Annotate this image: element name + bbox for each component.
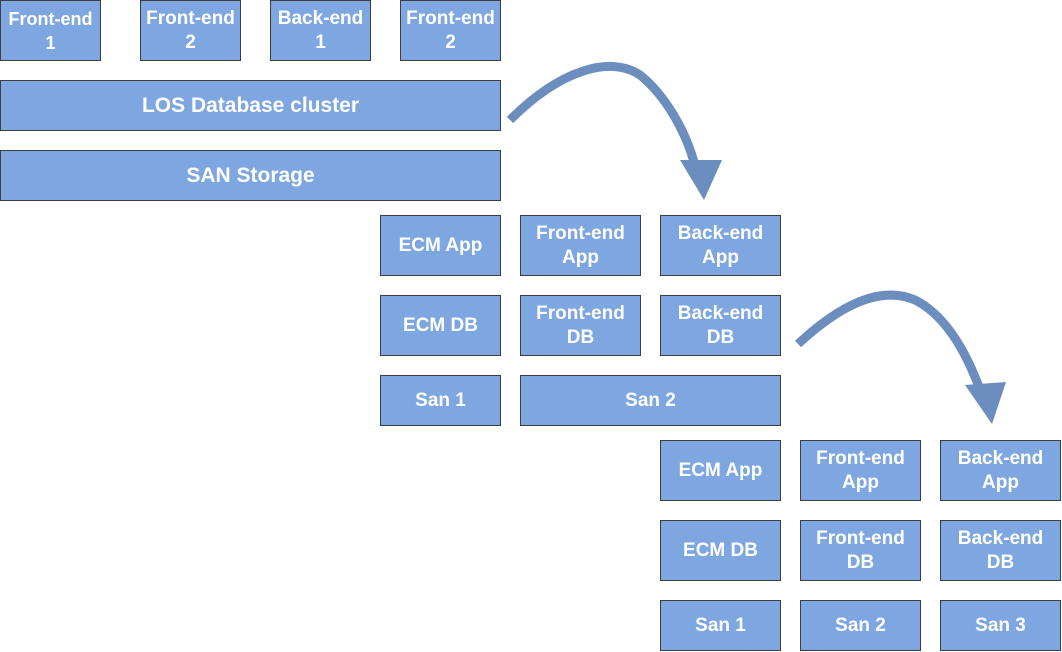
stage3-san-2: San 2 <box>800 600 921 651</box>
stage1-to-stage2-arrow-shaft <box>506 61 699 164</box>
stage2-front-end-db: Front-end DB <box>520 295 641 356</box>
stage3-san-1: San 1 <box>660 600 781 651</box>
san-storage: SAN Storage <box>0 150 501 201</box>
stage2-front-end-app: Front-end App <box>520 215 641 276</box>
stage2-back-end-app: Back-end App <box>660 215 781 276</box>
los-database-cluster: LOS Database cluster <box>0 80 501 131</box>
stage2-ecm-db: ECM DB <box>380 295 501 356</box>
stage2-san-2: San 2 <box>520 375 781 426</box>
back-end-2-node: Front-end 2 <box>400 0 501 61</box>
stage3-back-end-db: Back-end DB <box>940 520 1061 581</box>
stage3-back-end-app: Back-end App <box>940 440 1061 501</box>
stage2-back-end-db: Back-end DB <box>660 295 781 356</box>
stage2-ecm-app: ECM App <box>380 215 501 276</box>
stage3-san-3: San 3 <box>940 600 1061 651</box>
stage3-front-end-db: Front-end DB <box>800 520 921 581</box>
front-end-2-node: Front-end 2 <box>140 0 241 61</box>
stage1-to-stage2-arrow-head <box>680 160 722 200</box>
stage2-san-1: San 1 <box>380 375 501 426</box>
back-end-1-node: Back-end 1 <box>270 0 371 61</box>
stage3-front-end-app: Front-end App <box>800 440 921 501</box>
stage3-ecm-db: ECM DB <box>660 520 781 581</box>
front-end-1-node: Front-end 1 <box>0 0 101 61</box>
stage3-ecm-app: ECM App <box>660 440 781 501</box>
stage2-to-stage3-arrow-shaft <box>794 290 984 389</box>
stage2-to-stage3-arrow-head <box>965 382 1006 424</box>
